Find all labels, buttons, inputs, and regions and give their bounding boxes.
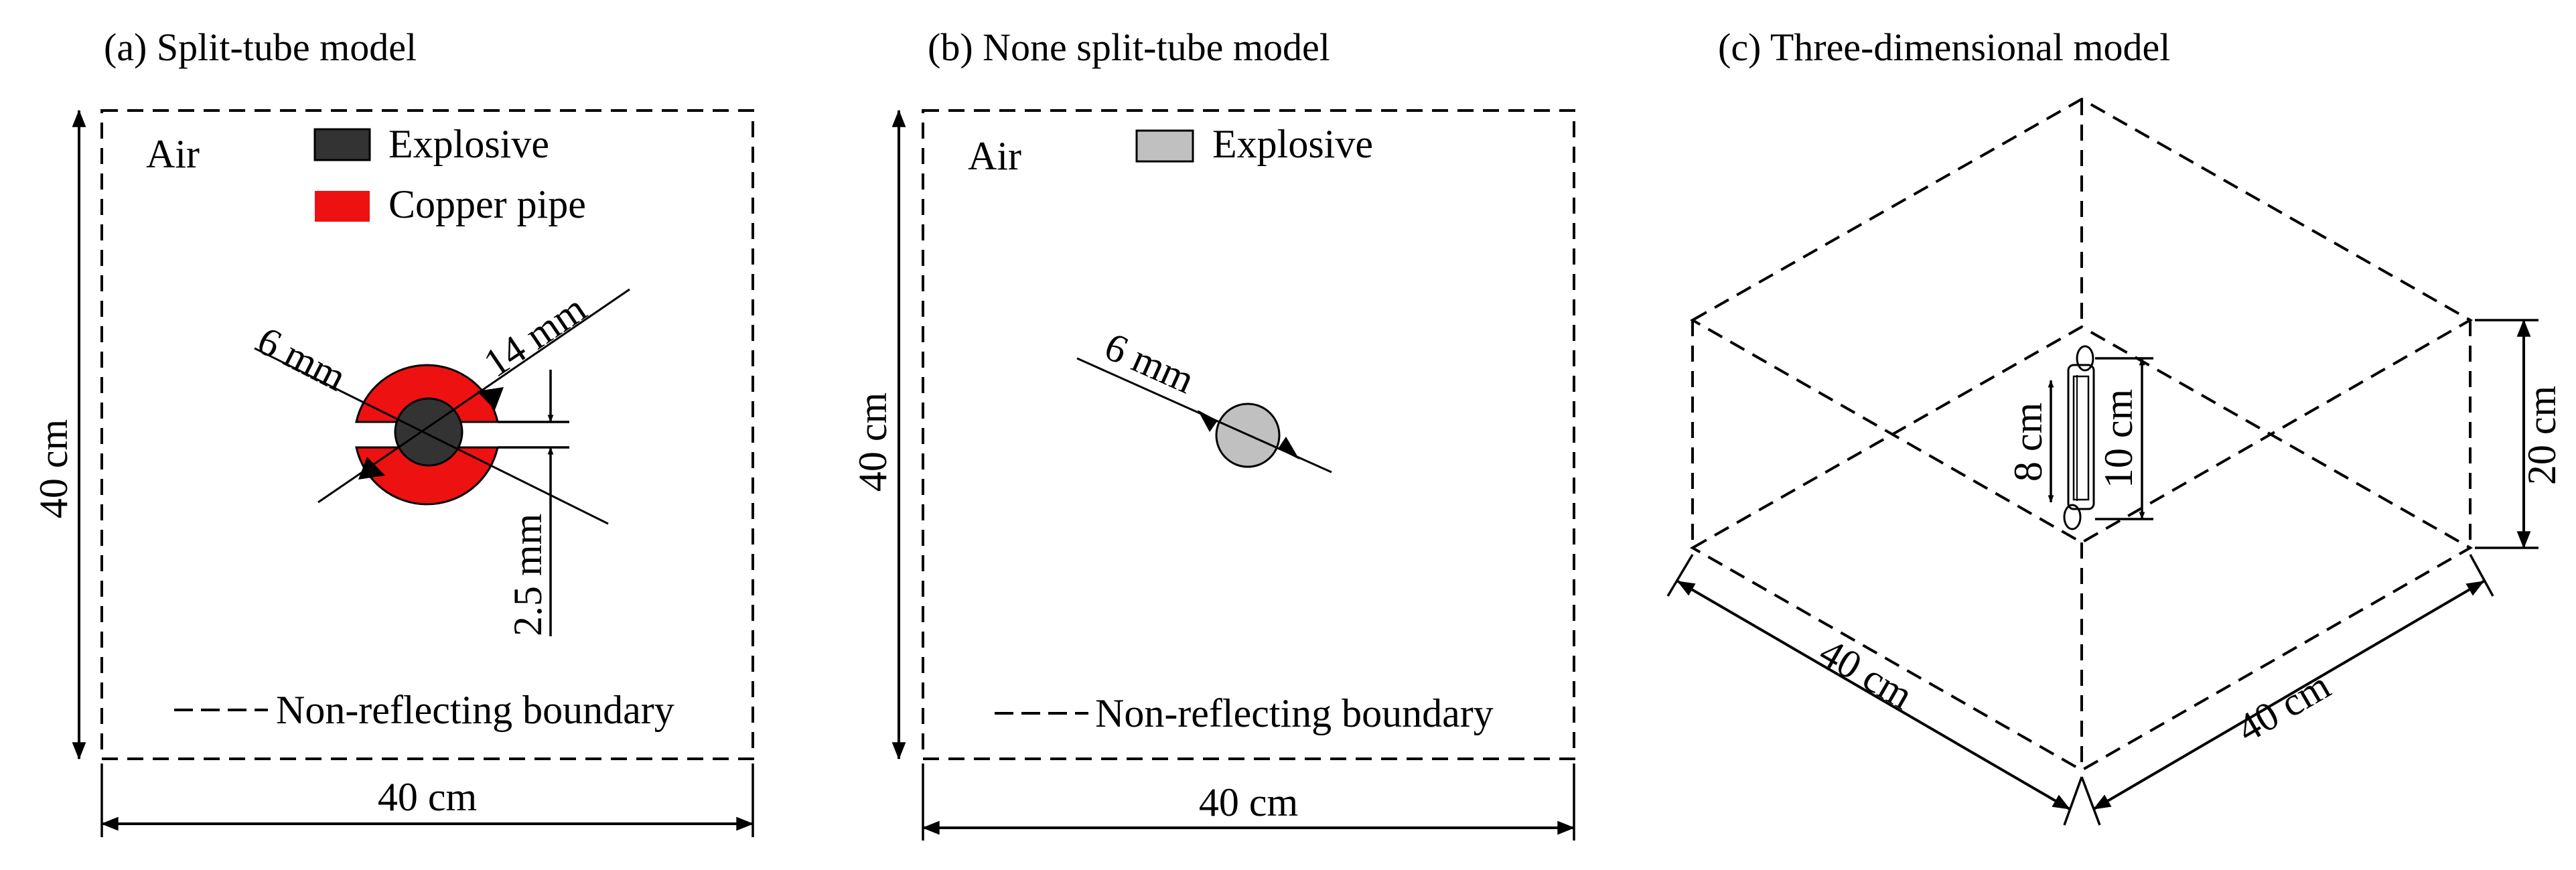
panel-a-height-label: 40 cm xyxy=(31,419,76,518)
charge-length-label: 8 cm xyxy=(2006,403,2050,482)
charge-arrow-right xyxy=(1278,437,1299,459)
right-length-dimension xyxy=(2092,580,2485,810)
tube-assembly xyxy=(2063,345,2095,530)
explosive-legend-label-b: Explosive xyxy=(1212,122,1373,166)
panel-a-width-label: 40 cm xyxy=(378,775,477,819)
diameter-arrow-right xyxy=(477,387,504,410)
diameter-arrow-left xyxy=(358,457,385,480)
outer-diameter-label: 14 mm xyxy=(476,286,593,386)
panel-c-title: (c) Three-dimensional model xyxy=(1718,25,2170,69)
panel-a-air-label: Air xyxy=(146,132,200,176)
copper-tube xyxy=(2067,364,2095,510)
left-length-ext-b xyxy=(2063,776,2083,826)
copper-legend-label: Copper pipe xyxy=(388,182,586,226)
boundary-legend-label-b: Non-reflecting boundary xyxy=(1095,691,1494,735)
tube-length-label: 10 cm xyxy=(2096,389,2141,488)
left-length-dimension xyxy=(1676,580,2071,810)
left-length-ext-a xyxy=(1666,554,1694,597)
diameter-line-lower xyxy=(254,347,609,525)
right-length-ext-b xyxy=(2080,776,2101,826)
panel-a-title: (a) Split-tube model xyxy=(104,25,417,69)
panel-c: (c) Three-dimensional model 8 cm 10 cm 2… xyxy=(1666,25,2564,826)
explosive-legend-label: Explosive xyxy=(388,122,549,166)
panel-b: (b) None split-tube model Air Explosive … xyxy=(851,25,1575,841)
explosive-column xyxy=(2072,375,2090,501)
explosive-legend-swatch-b xyxy=(1135,129,1194,163)
gap-label: 2.5 mm xyxy=(506,514,550,636)
panel-b-width-label: 40 cm xyxy=(1199,780,1298,824)
copper-legend-swatch xyxy=(315,191,370,222)
right-length-ext-a xyxy=(2469,554,2494,597)
panel-a-boundary xyxy=(100,109,754,760)
explosive-charge xyxy=(394,397,463,467)
panel-b-title: (b) None split-tube model xyxy=(928,25,1330,69)
explosive-legend-swatch xyxy=(313,128,371,161)
panel-a: (a) Split-tube model Air Explosive Coppe… xyxy=(31,25,754,837)
tube-top-end xyxy=(2076,345,2094,372)
panel-b-air-label: Air xyxy=(968,134,1021,178)
charge-arrow-left xyxy=(1198,410,1218,432)
left-length-label: 40 cm xyxy=(1812,630,1920,717)
boundary-legend-label: Non-reflecting boundary xyxy=(276,688,674,732)
panel-b-height-label: 40 cm xyxy=(851,392,895,492)
panel-b-boundary xyxy=(922,109,1575,760)
tube-bottom-end xyxy=(2063,504,2082,530)
box-height-label: 20 cm xyxy=(2520,386,2564,485)
inner-diameter-label: 6 mm xyxy=(251,318,353,400)
